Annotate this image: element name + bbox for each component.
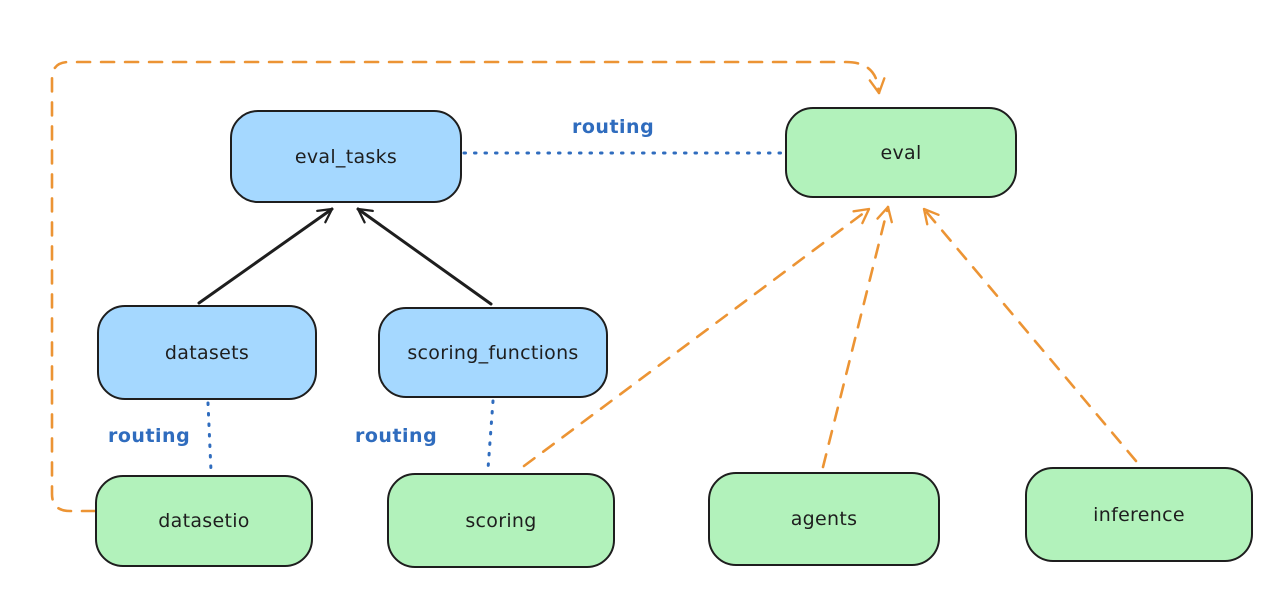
- node-datasetio-label: datasetio: [158, 510, 250, 532]
- node-agents: agents: [708, 472, 940, 566]
- node-eval-tasks-label: eval_tasks: [294, 145, 398, 168]
- node-inference-label: inference: [1093, 503, 1185, 526]
- node-agents-label: agents: [790, 508, 858, 530]
- edge-scoring-functions-to-eval-tasks: [356, 207, 493, 306]
- routing-label-scoring-functions-scoring: routing: [355, 425, 438, 447]
- node-eval-label: eval: [880, 141, 922, 164]
- edge-scoring-functions-to-scoring: [486, 399, 495, 471]
- edge-inference-to-eval: [922, 207, 1138, 463]
- node-datasets: datasets: [97, 305, 317, 400]
- node-eval-tasks: eval_tasks: [230, 110, 462, 203]
- node-eval: eval: [785, 107, 1017, 198]
- edge-agents-to-eval: [821, 205, 893, 469]
- node-scoring-functions: scoring_functions: [378, 307, 608, 398]
- edge-datasets-to-eval-tasks: [197, 207, 334, 305]
- routing-label-datasets-datasetio: routing: [108, 425, 191, 447]
- edge-datasetio-to-eval: [50, 60, 886, 513]
- edge-scoring-to-eval: [522, 207, 871, 468]
- node-scoring: scoring: [387, 473, 615, 568]
- node-scoring-label: scoring: [465, 509, 537, 532]
- node-scoring-functions-label: scoring_functions: [407, 341, 579, 364]
- node-datasetio: datasetio: [95, 475, 313, 567]
- edge-datasets-to-datasetio: [206, 401, 213, 473]
- routing-label-eval-tasks-eval: routing: [572, 116, 655, 138]
- node-inference: inference: [1025, 467, 1253, 562]
- node-datasets-label: datasets: [164, 341, 250, 364]
